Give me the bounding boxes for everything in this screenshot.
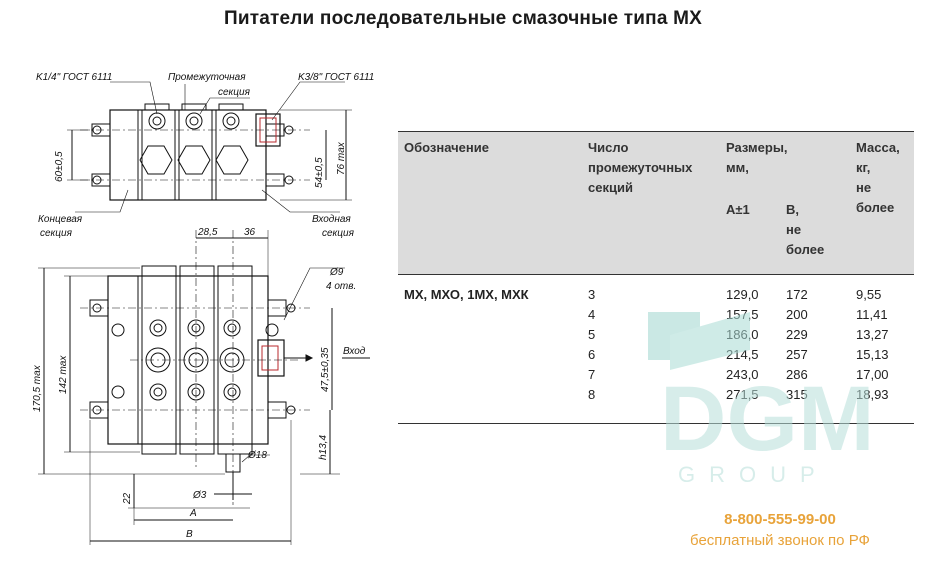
header-b-3: более [786,242,825,257]
dim-22: 22 [122,492,133,505]
front-view [38,230,370,545]
dim-36: 36 [244,227,256,238]
header-size-1: Размеры, [726,140,788,155]
cell-a: 243,0 [726,367,759,382]
label-intermediate-section: секция [218,87,251,98]
label-k38: K3/8" ГОСТ 6111 [298,72,374,83]
spec-table: Обозначение Число промежуточных секций Р… [398,131,914,424]
table-row: 6 214,5 257 15,13 [398,345,914,365]
header-mass-4: более [856,200,895,215]
cell-b: 257 [786,347,808,362]
table-row: 3 129,0 172 9,55 [398,285,914,305]
dim-holes: 4 отв. [326,281,356,292]
cell-mass: 17,00 [856,367,889,382]
header-count-3: секций [588,180,633,195]
watermark-dgm: DGM [660,368,875,470]
cell-count: 6 [588,347,596,362]
dim-142: 142 max [58,355,69,394]
header-designation: Обозначение [404,140,489,155]
page-title: Питатели последовательные смазочные типа… [224,8,702,29]
cell-a: 271,5 [726,387,759,402]
cell-mass: 15,13 [856,347,889,362]
dim-d3: Ø3 [192,490,207,501]
top-view [67,81,352,213]
dim-28-5: 28,5 [197,227,218,238]
table-row: 8 271,5 315 18,93 [398,385,914,405]
cell-count: 3 [588,287,596,302]
dim-47-5: 47,5±0,35 [320,347,331,392]
watermark-group: GROUP [678,462,829,487]
cell-b: 229 [786,327,808,342]
dim-h13-4: h13,4 [318,435,329,460]
free-call-note: бесплатный звонок по РФ [690,532,870,549]
cell-b: 315 [786,387,808,402]
model-designation: МХ, МХО, 1МХ, МХК [404,287,529,302]
cell-count: 7 [588,367,596,382]
dim-60: 60±0,5 [54,151,65,182]
label-end-section: секция [40,228,73,239]
header-b-1: B, [786,202,799,217]
header-b-2: не [786,222,802,237]
dim-d9: Ø9 [329,267,344,278]
header-mass-3: не [856,180,872,195]
table-row: 7 243,0 286 17,00 [398,365,914,385]
cell-count: 4 [588,307,596,322]
header-mass-1: Масса, [856,140,900,155]
label-intermediate: Промежуточная [168,72,246,83]
label-end: Концевая [38,214,83,225]
dim-b: B [186,529,193,540]
cell-count: 5 [588,327,596,342]
cell-mass: 18,93 [856,387,889,402]
header-count-1: Число [588,140,629,155]
dim-170-5: 170,5 max [32,364,43,412]
label-inlet-section: секция [322,228,355,239]
dim-54: 54±0,5 [314,157,325,188]
header-size-2: мм, [726,160,749,175]
cell-b: 286 [786,367,808,382]
cell-b: 200 [786,307,808,322]
header-mass-2: кг, [856,160,871,175]
cell-mass: 11,41 [856,307,888,322]
spec-table-header: Обозначение Число промежуточных секций Р… [398,131,914,275]
header-count-2: промежуточных [588,160,693,175]
header-a: A±1 [726,202,750,217]
label-k14: K1/4" ГОСТ 6111 [36,72,112,83]
dgm-group-watermark: DGM GROUP [648,312,875,487]
dim-a: A [189,508,197,519]
phone-number: 8-800-555-99-00 [724,511,836,528]
label-inlet: Входная [312,214,351,225]
label-inlet-arrow: Вход [343,346,366,357]
cell-mass: 9,55 [856,287,882,302]
cell-a: 129,0 [726,287,759,302]
cell-count: 8 [588,387,596,402]
dim-76: 76 max [336,141,347,175]
cell-mass: 13,27 [856,327,889,342]
cell-b: 172 [786,287,808,302]
dim-d18: Ø18 [247,450,267,461]
